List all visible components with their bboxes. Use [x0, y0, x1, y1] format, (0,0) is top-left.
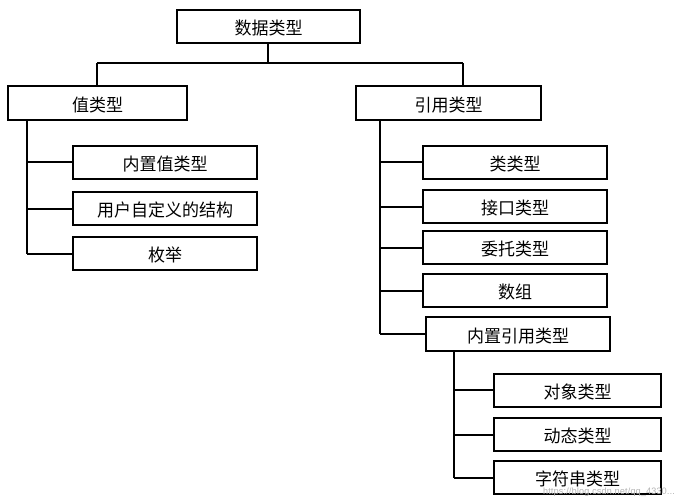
node-interface-types: 接口类型	[422, 189, 608, 224]
node-data-types: 数据类型	[176, 9, 361, 44]
node-string-type: 字符串类型	[493, 460, 662, 495]
node-object-type: 对象类型	[493, 373, 662, 408]
node-delegate-types: 委托类型	[422, 230, 608, 265]
node-value-types: 值类型	[7, 85, 188, 121]
node-enum: 枚举	[72, 236, 258, 271]
node-arrays: 数组	[422, 273, 608, 308]
node-reference-types: 引用类型	[355, 85, 542, 121]
watermark-text: https://blog.csdn.net/qq_4330...	[543, 486, 675, 496]
node-user-defined-struct: 用户自定义的结构	[72, 191, 258, 226]
node-dynamic-type: 动态类型	[493, 417, 662, 452]
node-builtin-reference-types: 内置引用类型	[425, 316, 611, 352]
node-class-types: 类类型	[422, 145, 608, 180]
node-builtin-value-types: 内置值类型	[72, 145, 258, 180]
